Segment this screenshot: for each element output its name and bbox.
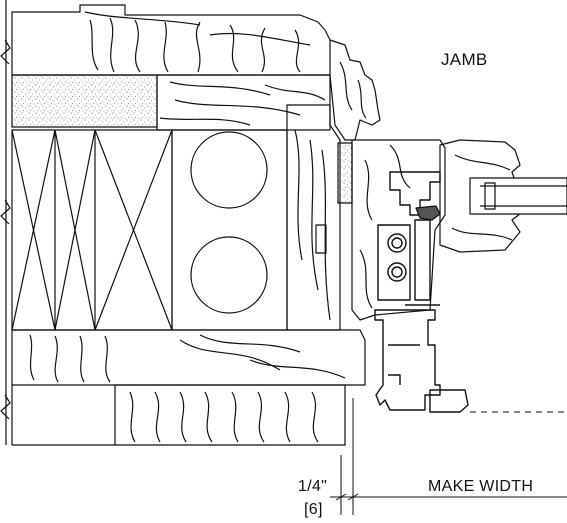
gasket [415, 205, 441, 221]
dimension-lines [330, 398, 567, 515]
section-label: JAMB [441, 50, 488, 69]
jamb-wood [286, 104, 341, 331]
brick-moulding [329, 39, 381, 141]
window-frame-wood [351, 139, 446, 321]
framing-block [11, 129, 173, 331]
top-wood-member [11, 4, 331, 76]
glass-unit [469, 177, 567, 215]
sealant-strip [337, 142, 353, 204]
dimension-metric: [6] [304, 501, 323, 518]
circle-block [171, 129, 288, 331]
make-width-label: MAKE WIDTH [428, 478, 534, 495]
break-line-left [0, 0, 11, 445]
header-wood [156, 74, 331, 131]
bottom-wood-member [11, 329, 366, 386]
insulation-block [11, 74, 158, 128]
lower-wood-block [114, 384, 346, 446]
dimension-imperial: 1/4" [298, 478, 328, 495]
